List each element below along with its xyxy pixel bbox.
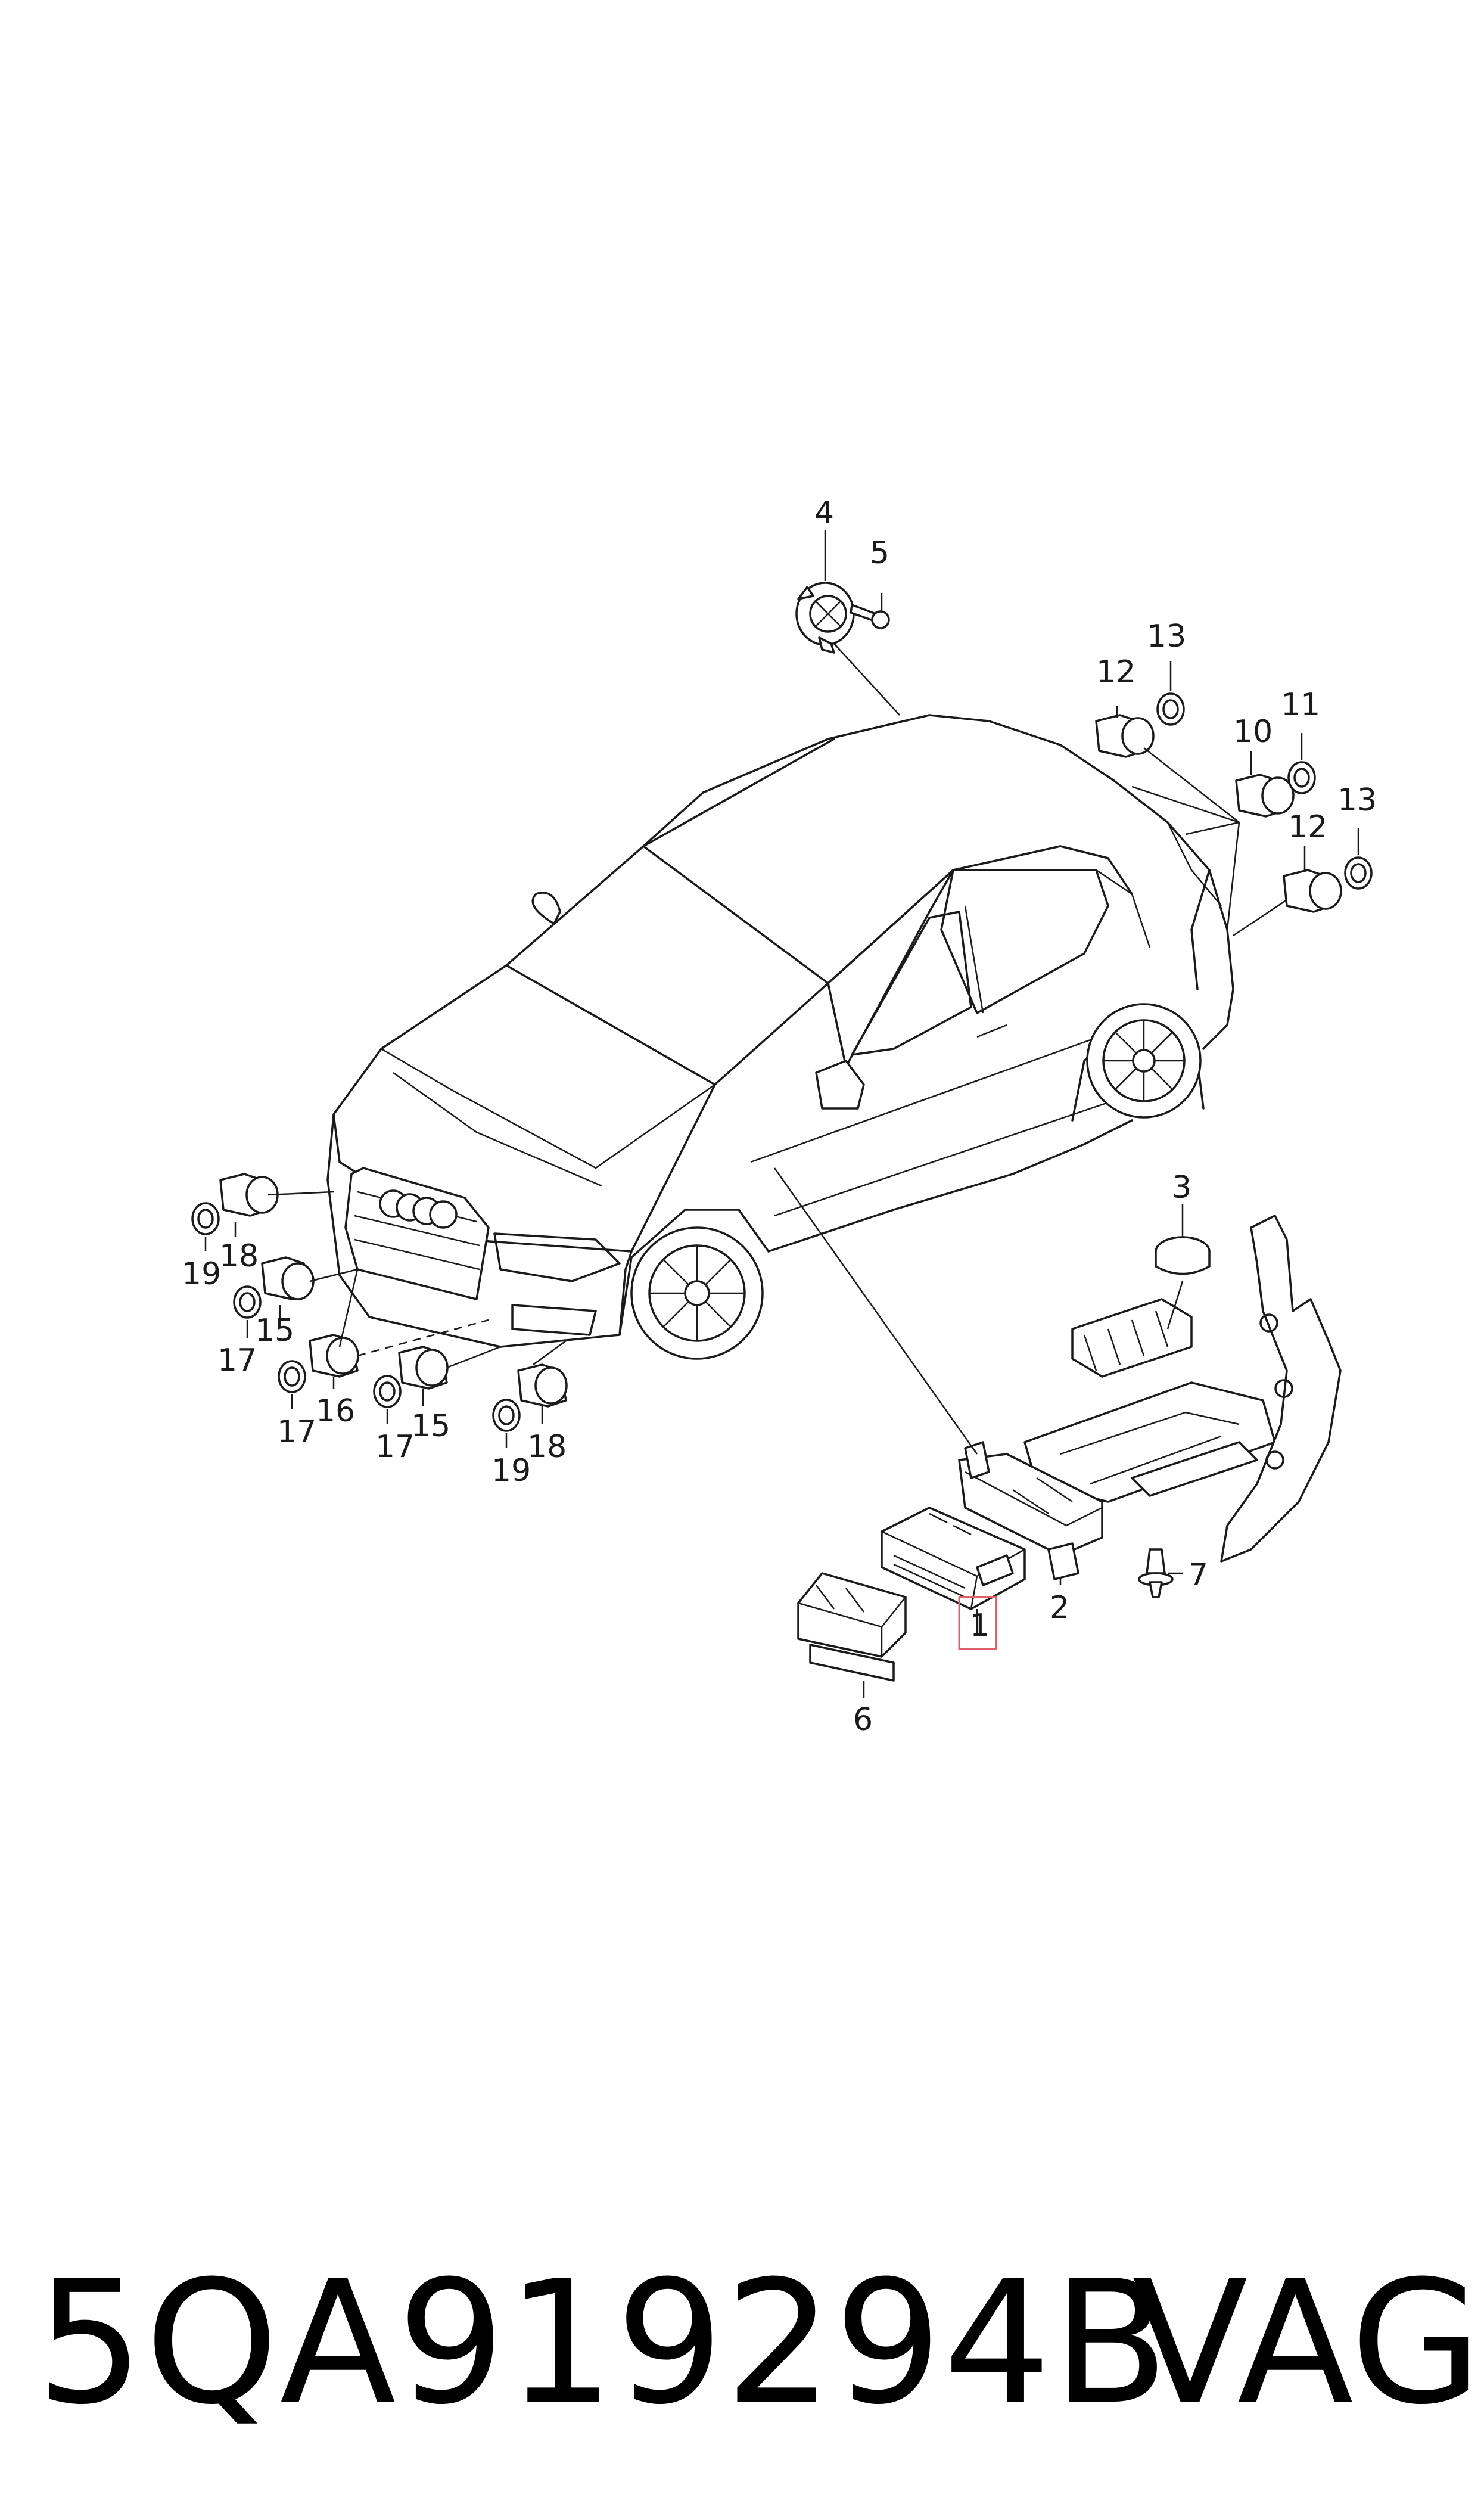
label-4: 4 [814, 495, 834, 531]
part-13-seal-lower [1344, 856, 1373, 890]
label-16: 16 [316, 1393, 355, 1429]
part-6-bracket [797, 1572, 907, 1682]
label-12-lower: 12 [1288, 809, 1327, 845]
part-17-seal-right [373, 1375, 402, 1408]
label-17-center: 17 [277, 1414, 316, 1450]
part-7-clip [1138, 1548, 1174, 1598]
part-17-seal-left [233, 1285, 262, 1319]
label-13-lower: 13 [1337, 782, 1377, 818]
label-10: 10 [1233, 714, 1273, 750]
part-12-rear-sensor-upper [1095, 714, 1155, 758]
part-15-front-sensor-left [261, 1256, 315, 1300]
part-15-front-sensor-right [398, 1346, 449, 1390]
part-19-seal-left [191, 1202, 220, 1235]
label-5: 5 [870, 535, 889, 571]
part-17-seal-center [278, 1360, 306, 1393]
label-1: 1 [970, 1608, 990, 1644]
label-12-upper: 12 [1096, 654, 1135, 690]
part-5-screw [850, 604, 890, 629]
label-18-right: 18 [527, 1429, 567, 1465]
label-7: 7 [1189, 1557, 1208, 1593]
label-19-right: 19 [491, 1453, 531, 1489]
label-6: 6 [853, 1702, 873, 1738]
part-18-front-sensor-left [219, 1173, 279, 1217]
mounting-bracket-assembly [1023, 1215, 1342, 1563]
leader-lines [204, 530, 1359, 1698]
part-3-buzzer [1155, 1216, 1211, 1275]
label-2: 2 [1050, 1590, 1069, 1626]
part-16-front-sensor-center [309, 1334, 359, 1378]
part-2-holder [958, 1441, 1103, 1580]
label-13-upper: 13 [1147, 619, 1186, 654]
part-1-highlight-box [958, 1596, 997, 1650]
part-4-loudspeaker [795, 582, 855, 654]
part-1-control-unit [881, 1507, 1026, 1610]
label-17-right: 17 [375, 1429, 415, 1465]
part-number: 5QA919294B [36, 2244, 1171, 2442]
label-19-left: 19 [182, 1256, 221, 1292]
part-11-seal [1287, 761, 1316, 794]
label-17-left: 17 [217, 1343, 257, 1378]
label-11: 11 [1281, 687, 1320, 723]
part-13-seal-upper [1156, 692, 1185, 726]
car-illustration [326, 714, 1234, 1360]
label-15-left: 15 [255, 1313, 294, 1349]
part-12-rear-sensor-lower [1283, 869, 1342, 913]
part-10-rear-sensor [1235, 774, 1295, 818]
label-3: 3 [1172, 1170, 1191, 1206]
label-18-left: 18 [219, 1238, 259, 1274]
callout-numbers: 1 2 3 4 5 6 7 10 11 12 12 13 13 15 15 16… [182, 495, 1377, 1738]
brand-label: VAG [1132, 2244, 1482, 2442]
part-19-seal-right [492, 1399, 521, 1432]
part-18-front-sensor-right [517, 1363, 568, 1408]
label-15-right: 15 [411, 1408, 450, 1444]
